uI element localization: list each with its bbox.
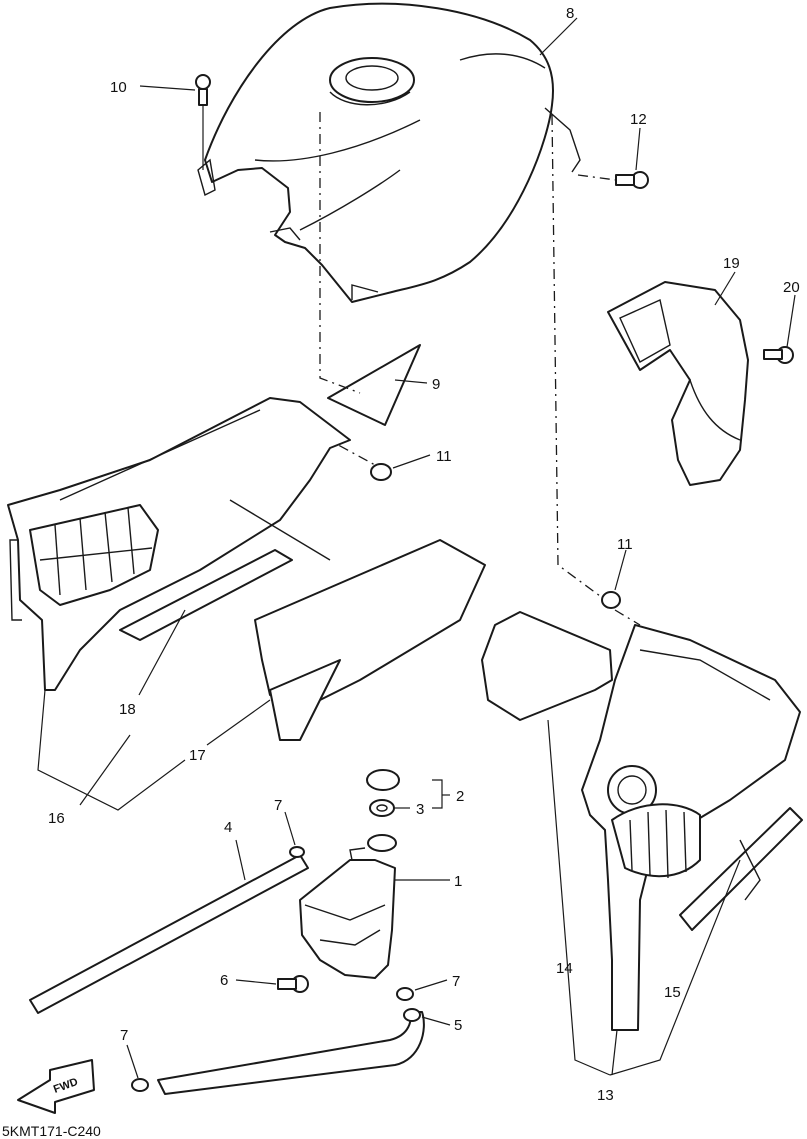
right-side-cover-part: [581, 624, 801, 1031]
callout-15: 15: [664, 984, 681, 1001]
forward-arrow: FWD: [17, 1059, 95, 1114]
callout-12: 12: [630, 111, 647, 128]
left-trim-part: [119, 549, 293, 641]
callout-3: 3: [416, 801, 424, 818]
air-duct-part: [607, 281, 749, 486]
emblem-part: [327, 344, 421, 426]
screw-part: [195, 74, 211, 170]
bolt-part: [577, 171, 649, 189]
callout-10: 10: [110, 79, 127, 96]
callout-13: 13: [597, 1087, 614, 1104]
callout-18: 18: [119, 701, 136, 718]
left-panel-part: [254, 539, 486, 741]
callout-7-bottom: 7: [120, 1027, 128, 1044]
screw-part: [277, 975, 309, 993]
callout-2: 2: [456, 788, 464, 805]
left-side-cover-part: [7, 397, 351, 691]
clamp-part: [131, 846, 414, 1092]
reservoir-tank-part: [299, 834, 397, 979]
callout-11-upper: 11: [436, 448, 452, 465]
callout-8: 8: [566, 5, 574, 22]
tank-cover-part: [197, 2, 581, 303]
hose-part: [157, 1008, 425, 1095]
callout-16: 16: [48, 810, 65, 827]
callout-17: 17: [189, 747, 206, 764]
callout-5: 5: [454, 1017, 462, 1034]
callout-6: 6: [220, 972, 228, 989]
callout-7-top: 7: [274, 797, 282, 814]
callout-9: 9: [432, 376, 440, 393]
grommet-part: [370, 463, 621, 609]
callout-14: 14: [556, 960, 573, 977]
right-trim-part: [679, 807, 803, 931]
callout-4: 4: [224, 819, 232, 836]
callout-20: 20: [783, 279, 800, 296]
callout-11-lower: 11: [617, 536, 633, 553]
diagram-code: 5KMT171-C240: [2, 1123, 101, 1139]
bolt-part: [763, 346, 794, 364]
cap-part: [366, 769, 400, 791]
callout-1: 1: [454, 873, 462, 890]
right-panel-part: [481, 611, 613, 721]
callout-7-right: 7: [452, 973, 460, 990]
callout-19: 19: [723, 255, 740, 272]
washer-part: [369, 799, 395, 817]
hose-part: [29, 854, 309, 1014]
